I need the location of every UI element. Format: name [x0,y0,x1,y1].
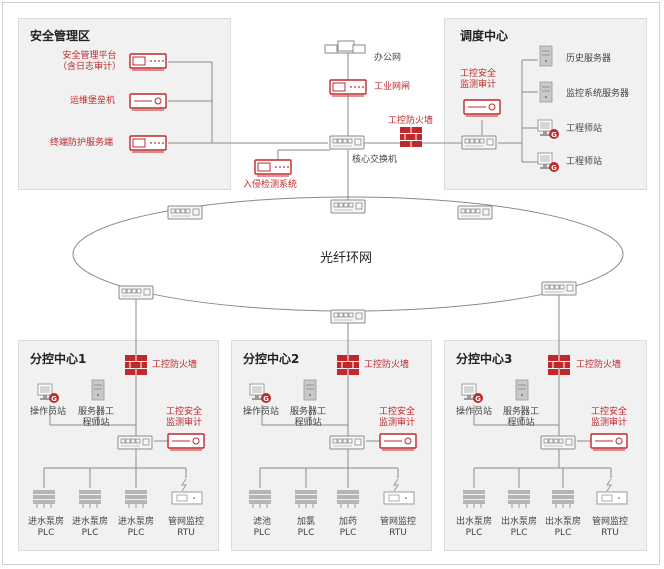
dispatch-audit-label: 工控安全 监测审计 [460,69,497,90]
engineer-station-1-label: 工程师站 [566,124,603,134]
office-label: 办公网 [374,53,402,63]
bastion-label: 运维堡垒机 [70,96,116,106]
sub3-operator-label: 操作员站 [456,407,493,417]
sub2-plc-3-label: 加药 PLC [338,517,357,538]
sub3-server-label: 服务器工 程师站 [503,407,540,428]
sub1-zone-title: 分控中心1 [30,352,87,366]
sub3-firewall-label: 工控防火墙 [576,360,622,370]
engineer-station-2-label: 工程师站 [566,157,603,167]
ring-network-label: 光纤环网 [320,251,373,266]
sub1-server-label: 服务器工 程师站 [78,407,115,428]
sub2-plc-1-label: 滤池 PLC [252,517,271,538]
sub3-rtu-label: 管网监控 RTU [591,517,628,538]
security-zone-title: 安全管理区 [30,29,91,43]
sub1-rtu-label: 管网监控 RTU [167,517,204,538]
history-server-label: 历史服务器 [566,54,612,64]
sub2-plc-2-label: 加氯 PLC [296,517,315,538]
core-switch-label: 核心交换机 [352,155,398,165]
sub2-operator-label: 操作员站 [243,407,280,417]
security-zone [18,18,231,190]
ids-label: 入侵检测系统 [243,180,298,190]
sub1-firewall-label: 工控防火墙 [152,360,198,370]
sub1-audit-label: 工控安全 监测审计 [166,407,203,428]
sub1-plc-2-label: 进水泵房 PLC [71,517,108,538]
sub3-plc-2-label: 出水泵房 PLC [500,517,537,538]
gateway-label: 工业网闸 [374,82,411,92]
monitor-server-label: 监控系统服务器 [566,89,630,99]
sub3-zone-title: 分控中心3 [456,352,513,366]
sub1-operator-label: 操作员站 [30,407,67,417]
sub2-zone-title: 分控中心2 [243,352,300,366]
sub1-plc-3-label: 进水泵房 PLC [117,517,154,538]
endpoint-label: 终端防护服务端 [50,138,114,148]
sub3-plc-3-label: 出水泵房 PLC [544,517,581,538]
core-firewall-label: 工控防火墙 [388,116,434,126]
sub2-firewall-label: 工控防火墙 [364,360,410,370]
sub1-plc-1-label: 进水泵房 PLC [27,517,64,538]
sub3-plc-1-label: 出水泵房 PLC [455,517,492,538]
security-platform-label: 安全管理平台 （含日志审计） [58,51,122,72]
sub2-server-label: 服务器工 程师站 [290,407,327,428]
sub2-rtu-label: 管网监控 RTU [379,517,416,538]
sub2-audit-label: 工控安全 监测审计 [379,407,416,428]
sub3-audit-label: 工控安全 监测审计 [591,407,628,428]
dispatch-zone-title: 调度中心 [460,29,509,43]
